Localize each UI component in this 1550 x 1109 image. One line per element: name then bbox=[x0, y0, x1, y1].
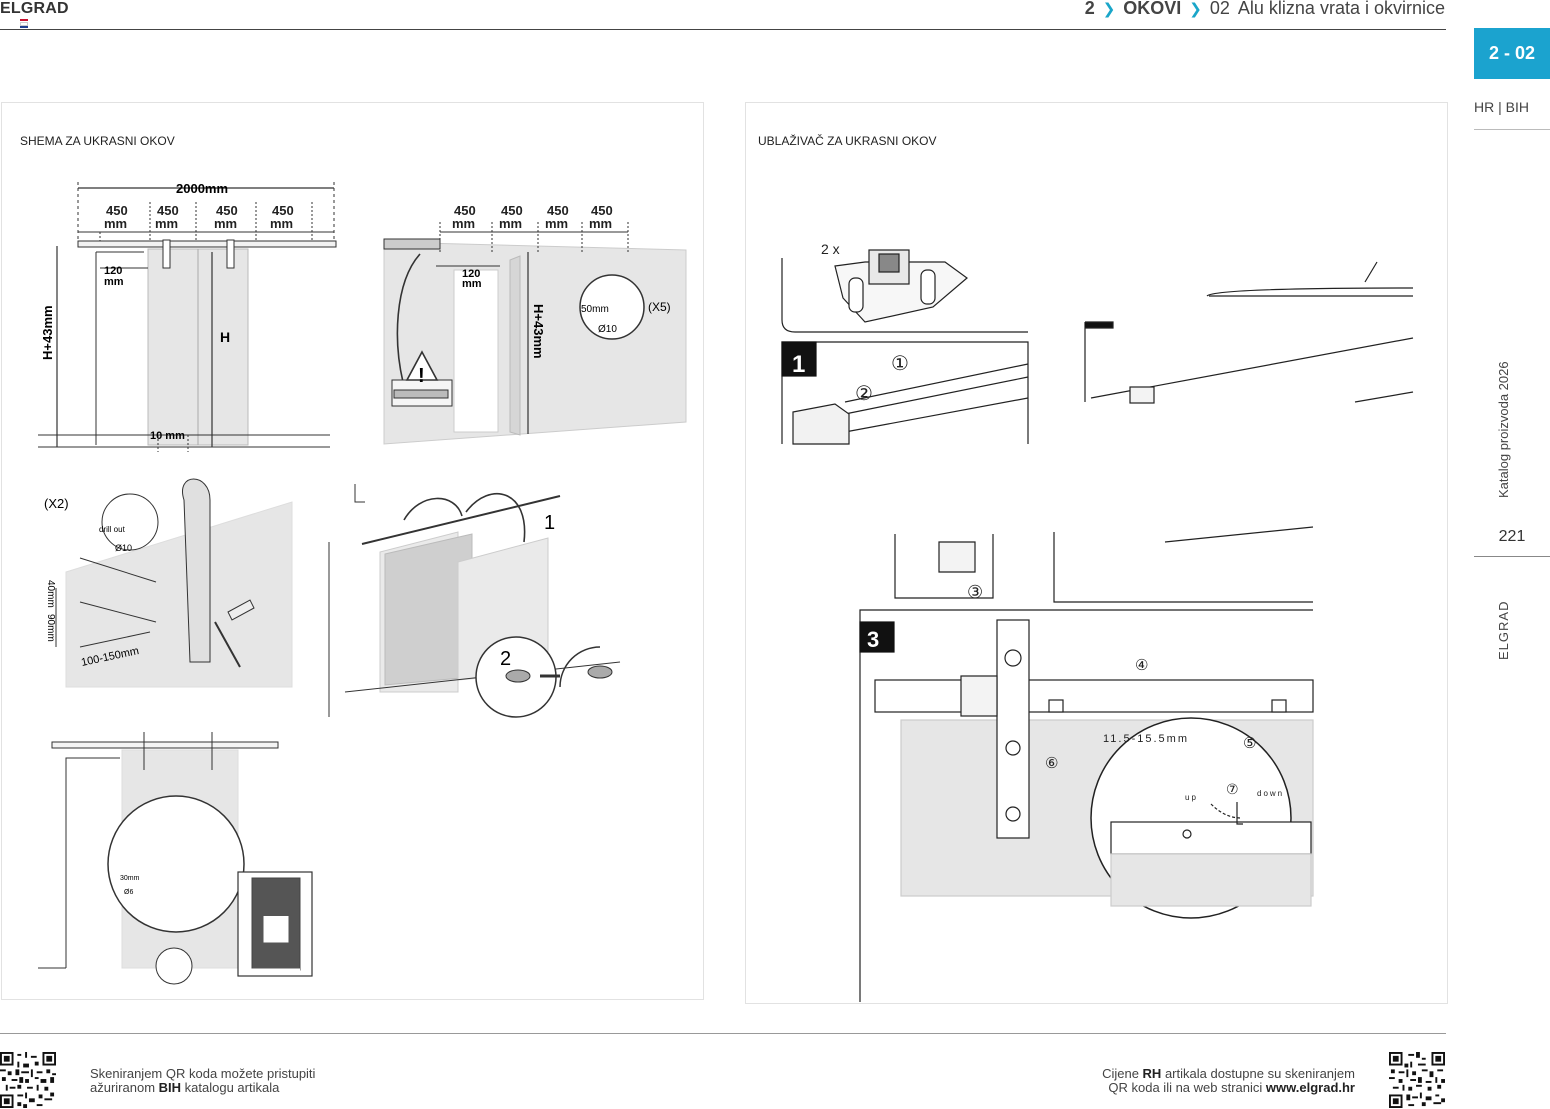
quantity-x5-label: (X5) bbox=[648, 300, 671, 314]
footer-left-line1: Skeniranjem QR koda možete pristupiti bbox=[90, 1066, 316, 1081]
callout-4: ④ bbox=[1135, 657, 1148, 674]
dim-90-label: 90mm bbox=[45, 614, 56, 642]
drill-depth-label: 30mm bbox=[120, 875, 140, 882]
dim-offset-label: 120 bbox=[462, 268, 480, 280]
breadcrumb-section[interactable]: OKOVI bbox=[1123, 0, 1182, 18]
qr-code-icon[interactable] bbox=[1389, 1052, 1445, 1108]
callout-3: ③ bbox=[967, 582, 983, 602]
step-1-label: 1 bbox=[544, 512, 555, 534]
breadcrumb: 2 ❯ OKOVI ❯ 02 Alu klizna vrata i okvirn… bbox=[1085, 0, 1445, 19]
gap-range-label: 11.5-15.5mm bbox=[1103, 733, 1189, 745]
footer-right-line2: QR koda ili na web stranici bbox=[1108, 1080, 1266, 1095]
drill-out-label: drill out bbox=[99, 525, 126, 534]
footer-right-bold: RH bbox=[1142, 1066, 1162, 1081]
dim-total-label: 2000mm bbox=[176, 181, 228, 196]
footer-left-bold: BIH bbox=[158, 1080, 182, 1095]
callout-2: ② bbox=[855, 383, 873, 405]
flag-icon bbox=[20, 19, 28, 28]
dim-spacing-label: 450 bbox=[106, 203, 128, 218]
breadcrumb-chapter[interactable]: 2 bbox=[1084, 0, 1095, 18]
drill-diameter-label: Ø10 bbox=[115, 543, 132, 553]
callout-6: ⑥ bbox=[1045, 755, 1058, 772]
footer-left-line2-end: katalogu artikala bbox=[181, 1080, 280, 1095]
damper-installation-diagram: 2 x 1 3 ① ② ③ ④ ⑤ ⑥ ⑦ 11.5-15.5mm up dow… bbox=[781, 241, 1414, 1002]
step-1-badge: 1 bbox=[792, 351, 805, 378]
warning-icon: ! bbox=[418, 365, 425, 387]
dim-spacing-label: 450 bbox=[547, 203, 569, 218]
dim-40-label: 40mm bbox=[45, 580, 56, 608]
dim-gap-label: 10 mm bbox=[150, 430, 185, 442]
dim-unit-label: mm bbox=[104, 276, 124, 288]
website-link[interactable]: www.elgrad.hr bbox=[1265, 1080, 1355, 1095]
catalog-label: Katalog proizvoda 2026 bbox=[1496, 361, 1511, 498]
dim-unit-label: mm bbox=[270, 216, 293, 231]
up-label: up bbox=[1185, 793, 1198, 802]
dim-unit-label: mm bbox=[104, 216, 127, 231]
dim-unit-label: mm bbox=[452, 216, 475, 231]
chevron-right-icon: ❯ bbox=[1189, 0, 1202, 18]
dim-offset-label: 120 bbox=[104, 265, 122, 277]
dim-spacing-label: 450 bbox=[501, 203, 523, 218]
dim-unit-label: mm bbox=[499, 216, 522, 231]
sidebar-divider bbox=[1474, 556, 1550, 557]
dim-unit-label: mm bbox=[545, 216, 568, 231]
footer-right-line1: Cijene bbox=[1102, 1066, 1143, 1081]
footer-left-text: Skeniranjem QR koda možete pristupiti až… bbox=[90, 1067, 315, 1095]
footer-right-text: Cijene RH artikala dostupne su skeniranj… bbox=[1060, 1067, 1355, 1095]
dim-spacing-label: 450 bbox=[216, 203, 238, 218]
callout-1: ① bbox=[891, 353, 909, 375]
page-number: 221 bbox=[1498, 528, 1526, 545]
right-panel-title: UBLAŽIVAČ ZA UKRASNI OKOV bbox=[758, 134, 937, 148]
dim-height-h43-label: H+43mm bbox=[531, 304, 546, 359]
section-badge: 2 - 02 bbox=[1474, 28, 1550, 79]
drill-diameter-label: Ø10 bbox=[598, 324, 617, 335]
step-3-badge: 3 bbox=[867, 627, 879, 652]
breadcrumb-subsection-title[interactable]: Alu klizna vrata i okvirnice bbox=[1237, 0, 1445, 18]
dim-spacing-label: 450 bbox=[157, 203, 179, 218]
down-label: down bbox=[1257, 789, 1284, 798]
dim-spacing-label: 450 bbox=[591, 203, 613, 218]
dim-unit-label: mm bbox=[155, 216, 178, 231]
drill-diameter-label: Ø6 bbox=[124, 889, 133, 896]
drill-depth-label: 50mm bbox=[581, 304, 609, 315]
step-2-label: 2 bbox=[500, 648, 511, 670]
footer-right-line1-end: artikala dostupne su skeniranjem bbox=[1161, 1066, 1355, 1081]
qr-code-icon[interactable] bbox=[0, 1052, 56, 1108]
dim-unit-label: mm bbox=[214, 216, 237, 231]
installation-scheme-diagram: 2000mm 450 mm 450 mm 450 mm 450 mm 120 m… bbox=[38, 181, 687, 985]
callout-5: ⑤ bbox=[1243, 735, 1256, 752]
callout-7: ⑦ bbox=[1226, 781, 1239, 797]
language-selector[interactable]: HR | BIH bbox=[1474, 99, 1529, 115]
footer-left-line2: ažuriranom bbox=[90, 1080, 159, 1095]
quantity-label: 2 x bbox=[821, 241, 840, 257]
dim-spacing-label: 450 bbox=[454, 203, 476, 218]
dim-spacing-label: 450 bbox=[272, 203, 294, 218]
dim-height-h43-label: H+43mm bbox=[40, 305, 55, 360]
chevron-right-icon: ❯ bbox=[1102, 0, 1116, 18]
quantity-x2-label: (X2) bbox=[44, 496, 69, 511]
sidebar-brand: ELGRAD bbox=[1496, 600, 1511, 660]
header-divider bbox=[0, 29, 1446, 30]
dim-unit-label: mm bbox=[589, 216, 612, 231]
sidebar-divider bbox=[1474, 129, 1550, 130]
breadcrumb-subsection-number[interactable]: 02 bbox=[1209, 0, 1230, 18]
brand-logo: ELGRAD bbox=[0, 0, 69, 17]
footer-divider bbox=[0, 1033, 1446, 1034]
left-panel-title: SHEMA ZA UKRASNI OKOV bbox=[20, 134, 175, 148]
dim-height-h-label: H bbox=[220, 329, 230, 345]
dim-unit-label: mm bbox=[462, 278, 482, 290]
